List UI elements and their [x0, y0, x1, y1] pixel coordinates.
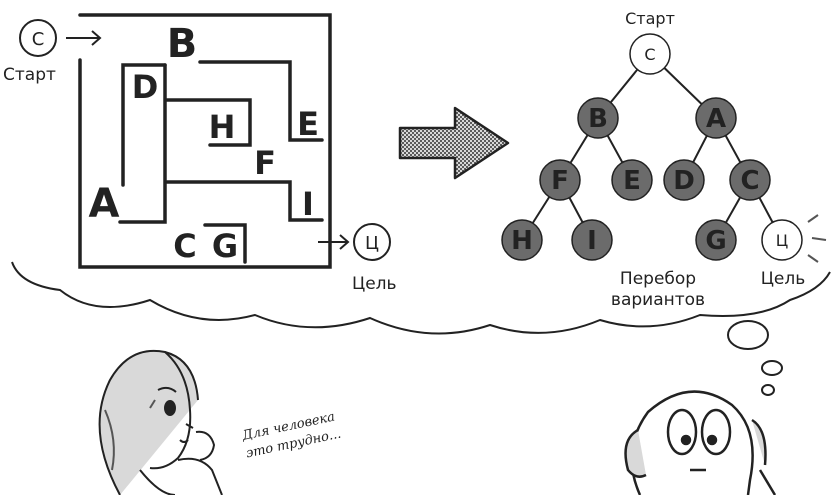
maze-goal-label: Цель [352, 274, 397, 294]
maze-start-label: Старт [3, 65, 56, 85]
thought-bubble-large [727, 320, 769, 350]
maze-room-f: F [254, 144, 276, 182]
tree-node-label-i: I [587, 226, 597, 256]
tree-node-i [571, 219, 613, 261]
tree-node-root [629, 33, 671, 75]
maze-goal-arrow-icon [318, 234, 350, 250]
maze-room-d: D [132, 68, 159, 106]
tree-node-label-f: F [551, 166, 569, 196]
tree-node-label-c: C [740, 166, 759, 196]
search-caption-line2: вариантов [611, 290, 705, 310]
tree-node-label-g: G [705, 226, 726, 256]
tree-node-goal [761, 219, 803, 261]
tree-edges [521, 53, 783, 241]
goal-sparkle-icon [807, 214, 827, 263]
girl-figure [98, 349, 223, 495]
tree-node-c [729, 159, 771, 201]
tree-node-label-h: H [511, 226, 533, 256]
thought-bubble-small [761, 384, 775, 396]
maze-room-i: I [302, 185, 314, 223]
maze-room-e: E [297, 105, 319, 143]
thought-cloud [11, 261, 831, 335]
tree-node-h [501, 219, 543, 261]
maze-start-node [19, 19, 57, 57]
maze-room-h: H [209, 108, 236, 146]
tree-node-label-d: D [673, 166, 695, 196]
maze-room-a: A [89, 181, 120, 227]
tree-node-label-b: B [588, 104, 608, 134]
tree-node-g [695, 219, 737, 261]
big-arrow-icon [398, 106, 510, 180]
maze-room-c: C [173, 227, 196, 265]
tree-node-d [663, 159, 705, 201]
tree-node-label-e: E [623, 166, 641, 196]
tree-node-b [577, 97, 619, 139]
maze [78, 13, 332, 269]
tree-start-label: Старт [625, 9, 675, 28]
robot-figure [624, 390, 777, 495]
tree-node-label-goal: Ц [776, 231, 788, 250]
tree-node-f [539, 159, 581, 201]
maze-start-arrow-icon [66, 30, 102, 46]
maze-goal-node [353, 223, 391, 261]
tree-node-e [611, 159, 653, 201]
maze-start-node-label: С [32, 29, 45, 50]
thought-bubble-medium [761, 360, 783, 376]
maze-goal-node-label: Ц [365, 233, 379, 254]
tree-node-label-root: С [644, 45, 655, 64]
tree-node-label-a: A [706, 104, 726, 134]
maze-room-b: B [167, 21, 198, 67]
maze-room-g: G [212, 227, 238, 265]
tree-node-a [695, 97, 737, 139]
tree-goal-label: Цель [761, 269, 806, 289]
search-caption-line1: Перебор [620, 269, 696, 289]
tree-nodes: С B A F E D C H I G Ц [501, 33, 803, 261]
